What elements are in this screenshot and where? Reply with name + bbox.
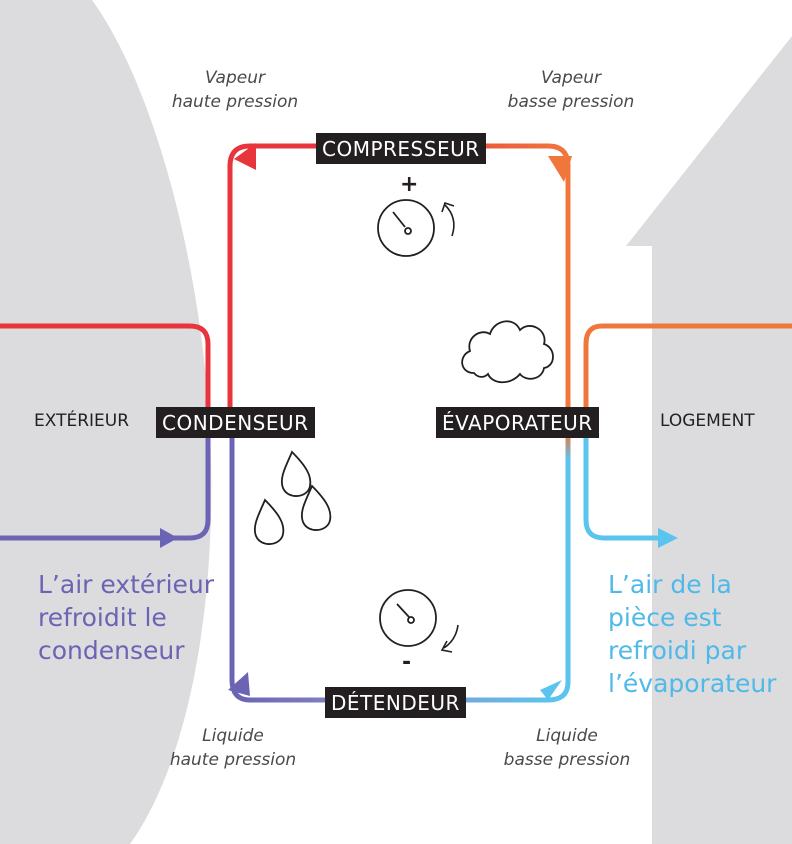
room-air-arrowhead [658,528,678,548]
room-air-caption: L’air de la pièce est refroidi par l’éva… [608,570,777,698]
expansion-gauge-icon [379,589,437,647]
droplet-icon-3 [253,498,285,545]
loop-right [547,166,571,703]
evaporator-label: ÉVAPORATEUR [436,407,599,438]
rotation-arrow-icon-top [441,201,455,237]
compressor-label: COMPRESSEUR [316,133,486,164]
exterior-label: EXTÉRIEUR [34,411,130,431]
plus-sign: + [400,172,419,197]
cloud-icon [461,320,554,384]
room-air-line-in [583,323,792,426]
liquid-low-pressure-label: Liquide basse pression [503,726,631,770]
loop-bottom [229,679,548,703]
loop-top [227,143,571,426]
liquid-high-pressure-label: Liquide haute pression [169,726,297,770]
arrow-condenser-to-expansion [228,672,250,696]
outdoor-air-line-out [0,426,211,541]
arrow-evaporator-to-compressor [548,156,572,182]
arrow-compressor-to-condenser [234,143,256,170]
rotation-arrow-icon-bottom [440,624,459,653]
home-label: LOGEMENT [660,411,755,431]
compressor-gauge-icon [377,199,435,257]
outdoor-air-arrowhead [160,528,178,548]
arrow-expansion-to-evaporator [540,680,562,700]
vapour-low-pressure-label: Vapeur basse pression [507,68,635,112]
room-air-line-out [583,426,672,541]
expansion-valve-label: DÉTENDEUR [325,687,466,718]
exterior-shape [0,0,212,844]
vapour-high-pressure-label: Vapeur haute pression [171,68,299,112]
outdoor-air-caption: L’air extérieur refroidit le condenseur [38,570,215,665]
minus-sign: - [402,650,412,675]
condenser-label: CONDENSEUR [156,407,315,438]
droplet-icon-1 [280,450,312,497]
droplet-icon-2 [300,484,332,531]
house-shape [626,36,792,844]
outdoor-air-line-in [0,323,211,426]
